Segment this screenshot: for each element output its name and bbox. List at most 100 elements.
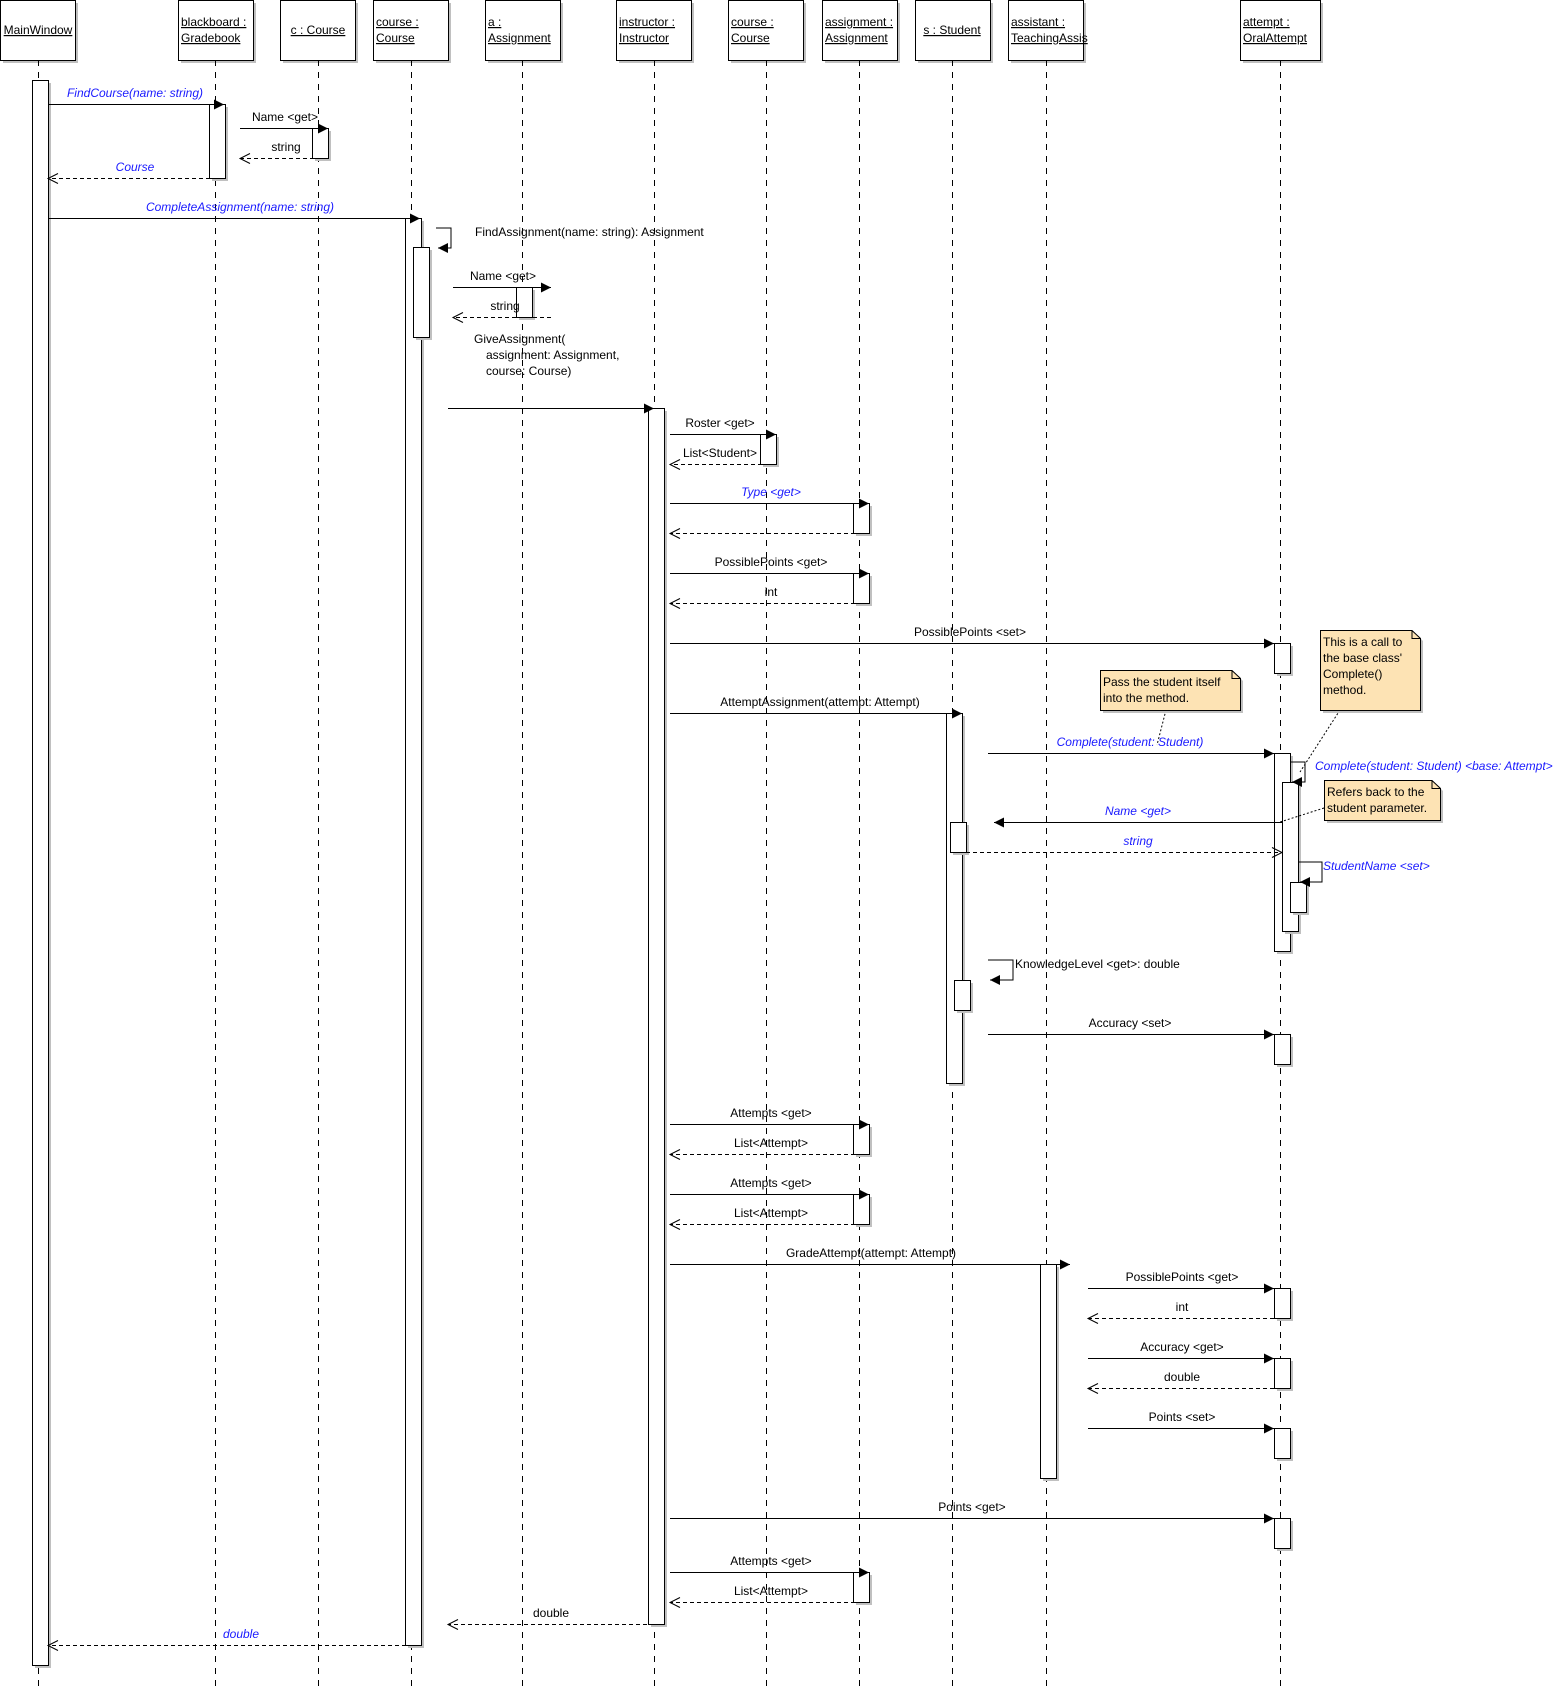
message-return-12[interactable] xyxy=(668,528,869,539)
lifeline-title: s : Student xyxy=(923,23,981,37)
message-call-9[interactable]: Roster <get> xyxy=(670,416,776,440)
message-return-2[interactable]: string xyxy=(238,140,328,164)
lifeline-title-line: Instructor xyxy=(619,31,669,45)
lifeline-header-box[interactable] xyxy=(485,0,561,61)
lifeline-header-box[interactable] xyxy=(280,0,356,61)
lifeline-assistant: assistant : TeachingAssis xyxy=(1008,0,1088,1687)
messages-layer: FindCourse(name: string) Name <get> string… xyxy=(46,86,1553,1651)
message-label: double xyxy=(1164,1370,1200,1384)
message-label: int xyxy=(1176,1300,1189,1314)
lifeline-header-box[interactable] xyxy=(1240,0,1321,61)
message-label: string xyxy=(1123,834,1153,848)
message-return-20[interactable]: string xyxy=(966,834,1284,858)
message-return-30[interactable]: int xyxy=(1086,1300,1274,1324)
lifeline-s: s : Student xyxy=(915,0,993,1687)
message-call-31[interactable]: Accuracy <get> xyxy=(1088,1340,1274,1364)
lifeline-title-line: Assignment xyxy=(825,31,888,45)
message-return-3[interactable]: Course xyxy=(46,160,224,184)
message-return-7[interactable]: string xyxy=(451,299,551,323)
note-anchor-line xyxy=(1299,709,1341,773)
activation-bar xyxy=(32,80,51,1668)
lifeline-header-box[interactable] xyxy=(0,0,76,61)
note-text-line: Complete() xyxy=(1323,667,1382,681)
message-call-0[interactable]: FindCourse(name: string) xyxy=(48,86,224,110)
lifeline-attempt: attempt :OralAttempt xyxy=(1240,0,1323,1687)
message-call-15[interactable]: PossiblePoints <set> xyxy=(670,625,1274,649)
note-text-line: Refers back to the xyxy=(1327,785,1425,799)
message-call-23[interactable]: Accuracy <set> xyxy=(988,1016,1274,1040)
message-label: Attempts <get> xyxy=(730,1106,811,1120)
lifeline-header-box[interactable] xyxy=(616,0,692,61)
note-text-line: the base class' xyxy=(1323,651,1402,665)
message-return-36[interactable]: List<Attempt> xyxy=(668,1584,869,1608)
message-call-17[interactable]: Complete(student: Student) xyxy=(988,735,1274,759)
message-label: List<Student> xyxy=(683,446,757,460)
message-call-16[interactable]: AttemptAssignment(attempt: Attempt) xyxy=(670,695,962,719)
message-return-10[interactable]: List<Student> xyxy=(668,446,776,470)
message-call-4[interactable]: CompleteAssignment(name: string) xyxy=(48,200,420,224)
activation-bar xyxy=(1274,1428,1293,1461)
message-call-35[interactable]: Attempts <get> xyxy=(670,1554,869,1578)
activation-bar xyxy=(946,713,965,1086)
message-label: Name <get> xyxy=(470,269,536,283)
message-call-19[interactable]: Name <get> xyxy=(994,804,1282,828)
message-label: int xyxy=(765,585,778,599)
message-self-18[interactable]: Complete(student: Student) <base: Attemp… xyxy=(1290,759,1553,787)
lifeline-header-box[interactable] xyxy=(178,0,254,61)
message-label: AttemptAssignment(attempt: Attempt) xyxy=(720,695,919,709)
message-call-1[interactable]: Name <get> xyxy=(240,110,328,134)
message-call-34[interactable]: Points <get> xyxy=(670,1500,1274,1524)
message-label: List<Attempt> xyxy=(734,1206,808,1220)
note-text-line: method. xyxy=(1323,683,1366,697)
activation-bar xyxy=(1274,1034,1293,1067)
lifeline-header-box[interactable] xyxy=(1008,0,1084,61)
message-call-13[interactable]: PossiblePoints <get> xyxy=(670,555,869,579)
message-label: Attempts <get> xyxy=(730,1176,811,1190)
message-self-22[interactable]: KnowledgeLevel <get>: double xyxy=(988,957,1180,985)
activation-bar xyxy=(312,128,331,161)
self-call-arrow xyxy=(1298,861,1323,887)
message-self-5[interactable]: FindAssignment(name: string): Assignment xyxy=(436,225,704,253)
message-return-14[interactable]: int xyxy=(668,585,869,609)
message-label: Points <get> xyxy=(938,1500,1005,1514)
message-return-37[interactable]: double xyxy=(446,1606,654,1630)
message-self-21[interactable]: StudentName <set> xyxy=(1298,859,1430,887)
lifeline-title-line: OralAttempt xyxy=(1243,31,1308,45)
message-return-32[interactable]: double xyxy=(1086,1370,1274,1394)
message-label: Course xyxy=(116,160,155,174)
message-call-24[interactable]: Attempts <get> xyxy=(670,1106,869,1130)
activation-bar xyxy=(853,573,872,606)
note-body xyxy=(1320,630,1421,711)
message-label: GradeAttempt(attempt: Attempt) xyxy=(786,1246,956,1260)
lifeline-title-line: assistant : xyxy=(1011,15,1065,29)
activation-bar xyxy=(1274,1358,1293,1391)
message-call-33[interactable]: Points <set> xyxy=(1088,1410,1274,1434)
lifeline-header-box[interactable] xyxy=(915,0,991,61)
message-call-11[interactable]: Type <get> xyxy=(670,485,869,509)
lifeline-header-box[interactable] xyxy=(822,0,898,61)
message-return-38[interactable]: double xyxy=(46,1627,420,1651)
message-call-26[interactable]: Attempts <get> xyxy=(670,1176,869,1200)
lifeline-title-line: TeachingAssis xyxy=(1011,31,1088,45)
lifeline-title-line: instructor : xyxy=(619,15,675,29)
message-call-28[interactable]: GradeAttempt(attempt: Attempt) xyxy=(670,1246,1070,1270)
lifeline-header-box[interactable] xyxy=(373,0,449,61)
message-return-25[interactable]: List<Attempt> xyxy=(668,1136,869,1160)
activation-bar xyxy=(1274,643,1293,676)
message-return-27[interactable]: List<Attempt> xyxy=(668,1206,869,1230)
message-call-29[interactable]: PossiblePoints <get> xyxy=(1088,1270,1274,1294)
lifeline-assignment: assignment :Assignment xyxy=(822,0,900,1687)
message-call-8[interactable]: GiveAssignment(assignment: Assignment,co… xyxy=(448,332,654,414)
lifeline-title-line: Course xyxy=(376,31,415,45)
lifeline-title-line: Gradebook xyxy=(181,31,241,45)
message-label: Name <get> xyxy=(252,110,318,124)
message-label: StudentName <set> xyxy=(1323,859,1430,873)
note-body xyxy=(1324,780,1441,821)
activation-bar xyxy=(1274,1288,1293,1321)
message-call-6[interactable]: Name <get> xyxy=(453,269,551,293)
message-label: Complete(student: Student) <base: Attemp… xyxy=(1315,759,1553,773)
lifeline-header-box[interactable] xyxy=(728,0,804,61)
message-label: CompleteAssignment(name: string) xyxy=(146,200,334,214)
message-label-line: GiveAssignment( xyxy=(474,332,565,346)
